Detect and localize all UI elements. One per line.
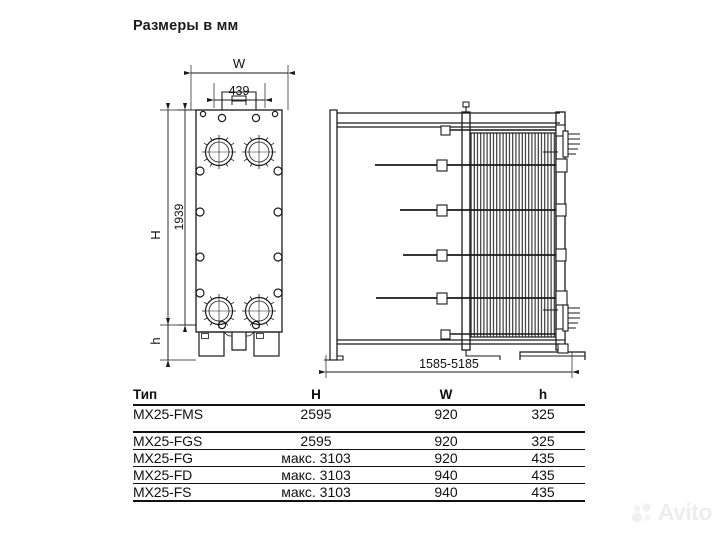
avito-logo-icon <box>631 503 651 522</box>
table-row[interactable]: MX25-FD макс. 3103 940 435 <box>133 466 585 484</box>
cell-h-small: 325 <box>501 431 585 450</box>
table-row[interactable]: MX25-FGS 2595 920 325 <box>133 431 585 450</box>
tie-bolt <box>400 203 567 217</box>
side-view-group <box>319 101 586 378</box>
cell-type: MX25-FS <box>133 483 241 502</box>
cell-h-small: 435 <box>501 483 585 502</box>
dim-h-total <box>160 103 196 367</box>
dim-label-439: 439 <box>229 84 250 98</box>
carrying-bar-top <box>337 112 560 128</box>
header-h: H <box>241 388 391 406</box>
cell-h: 2595 <box>241 431 391 450</box>
cell-h: макс. 3103 <box>241 466 391 484</box>
port-top-right <box>242 135 276 169</box>
carrying-bar-bottom <box>337 339 560 345</box>
technical-drawing: W 439 H 1939 h 1585-5185 <box>148 56 586 378</box>
cell-w: 920 <box>391 404 501 433</box>
frame-bolt-holes <box>195 110 283 330</box>
dim-w <box>184 65 295 110</box>
cell-w: 920 <box>391 431 501 450</box>
cell-w: 920 <box>391 449 501 467</box>
cell-type: MX25-FMS <box>133 404 241 433</box>
cell-type: MX25-FG <box>133 449 241 467</box>
cell-h: макс. 3103 <box>241 483 391 502</box>
centre-marks <box>543 151 558 311</box>
tie-bolt <box>376 290 568 306</box>
dim-label-w: W <box>233 56 246 71</box>
header-w: W <box>391 388 501 406</box>
dim-frame-length <box>319 352 579 378</box>
cell-h-small: 325 <box>501 404 585 433</box>
dimensions-table: Тип H W h MX25-FMS 2595 920 325 MX25-FGS… <box>133 388 585 502</box>
port-top-left <box>202 135 236 169</box>
table-row[interactable]: MX25-FG макс. 3103 920 435 <box>133 449 585 467</box>
cell-h-small: 435 <box>501 466 585 484</box>
support-column <box>324 109 344 361</box>
avito-watermark: Avito <box>630 499 713 526</box>
dim-label-1939: 1939 <box>172 203 186 230</box>
header-type: Тип <box>133 388 241 406</box>
tie-bolt <box>403 248 567 262</box>
support-feet <box>198 331 280 357</box>
cell-w: 940 <box>391 483 501 502</box>
cell-w: 940 <box>391 466 501 484</box>
cell-h: 2595 <box>241 404 391 433</box>
dim-h-small <box>160 318 196 367</box>
base-frame <box>465 343 586 360</box>
table-row[interactable]: MX25-FS макс. 3103 940 435 <box>133 483 585 502</box>
cell-type: MX25-FD <box>133 466 241 484</box>
nozzle-stubs-top <box>562 130 580 158</box>
table-header-row: Тип H W h <box>133 388 585 406</box>
dim-label-h-small: h <box>148 337 163 344</box>
dim-label-h-total: H <box>148 230 163 239</box>
tie-bolts <box>375 124 568 341</box>
avito-watermark-text: Avito <box>657 499 713 525</box>
header-h-small: h <box>501 388 585 406</box>
table-row[interactable]: MX25-FMS 2595 920 325 <box>133 404 585 433</box>
tie-bolt <box>375 158 568 173</box>
front-view-group <box>160 65 295 367</box>
cell-type: MX25-FGS <box>133 431 241 450</box>
cell-h-small: 435 <box>501 449 585 467</box>
tie-bolt <box>440 328 566 341</box>
nozzle-stubs-bottom <box>562 304 580 332</box>
page-title: Размеры в мм <box>133 18 239 34</box>
cell-h: макс. 3103 <box>241 449 391 467</box>
dim-label-frame-length: 1585-5185 <box>419 357 479 371</box>
